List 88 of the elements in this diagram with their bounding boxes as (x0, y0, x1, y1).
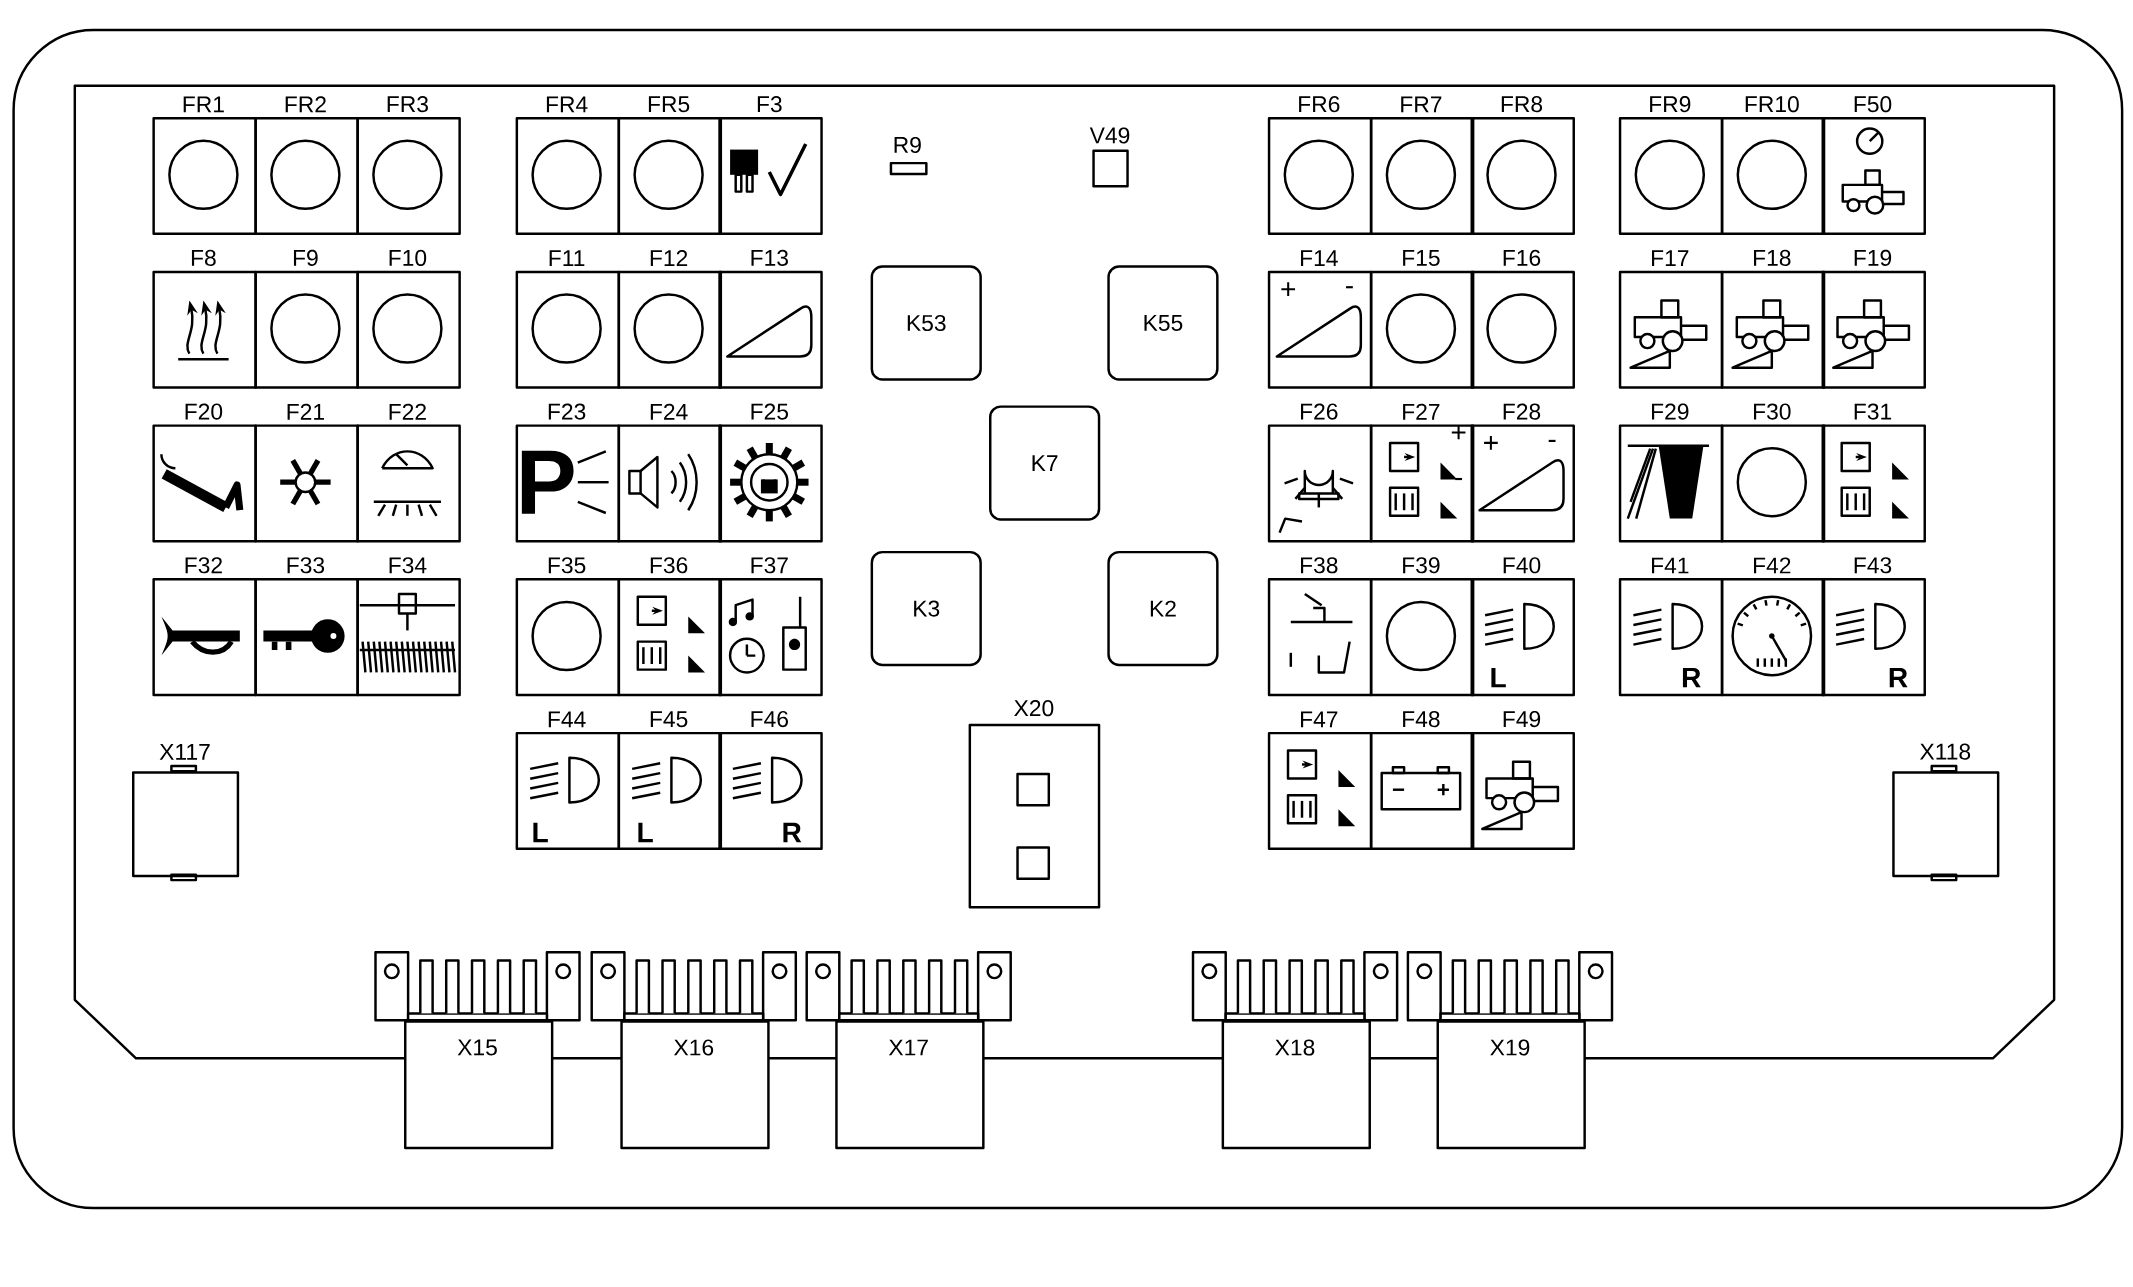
fuse-slot: FR1 (152, 96, 257, 236)
relay-block: K53 (870, 265, 982, 381)
node-label: F24 (650, 403, 688, 420)
node-label: V49 (1089, 127, 1130, 144)
node-label: F28 (1503, 403, 1541, 420)
node-label: F26 (1301, 403, 1338, 420)
relay-block: K3 (870, 550, 982, 667)
node-label: FR8 (1501, 96, 1543, 113)
node-label: F32 (185, 557, 222, 574)
node-label: FR5 (648, 96, 690, 113)
fuse-slot: F8 (152, 249, 257, 389)
node-label: F8 (191, 249, 216, 266)
node-label: X118 (1919, 743, 1971, 760)
node-label: F45 (650, 711, 688, 728)
node-label: F46 (751, 711, 788, 728)
fuse-slot: F33 (254, 557, 359, 697)
relay-block: K7 (989, 405, 1101, 521)
fuse-slot: F34 (356, 557, 461, 697)
node-label: F40 (1503, 557, 1541, 574)
node-label: F31 (1854, 403, 1892, 420)
fuse-slot: F32 (152, 557, 257, 697)
node-label: F49 (1503, 711, 1541, 728)
node-label: F19 (1854, 249, 1892, 266)
node-label: F12 (650, 250, 688, 266)
node-label: FR7 (1401, 96, 1442, 113)
connector-plug: X19 (1406, 951, 1614, 1150)
node-label: F21 (287, 403, 324, 420)
node-label: F44 (548, 711, 586, 728)
resistor: R9 (889, 136, 928, 176)
connector-socket: X117 (132, 744, 240, 882)
fuse-slot: F26 (1267, 403, 1373, 543)
node-label: F16 (1503, 249, 1541, 266)
fuse-slot: F10 (356, 249, 461, 389)
fuse-slot: F28 + - (1470, 403, 1575, 543)
fuse-slot: F21 (254, 403, 359, 543)
node-label: F47 (1301, 711, 1338, 728)
node-label: F18 (1754, 249, 1791, 266)
node-label: F27 (1403, 403, 1440, 420)
node-label: F23 (548, 403, 586, 420)
node-label: F3 (757, 96, 782, 113)
fuse-slot: F20 (152, 403, 257, 543)
node-label: R9 (894, 136, 921, 154)
fuse-slot: FR3 (356, 96, 461, 236)
node-label: F29 (1652, 403, 1689, 420)
node-label: FR4 (546, 96, 588, 113)
node-label: F35 (548, 557, 586, 574)
connector-plug: X16 (590, 951, 798, 1150)
node-label: F42 (1754, 557, 1791, 574)
relay-block: K2 (1107, 550, 1219, 667)
node-label: F25 (751, 403, 789, 420)
node-label: F22 (389, 403, 426, 420)
connector-socket: X118 (1892, 743, 2000, 882)
node-label: F17 (1652, 250, 1689, 266)
node-label: X20 (1014, 700, 1054, 717)
node-label: F36 (650, 557, 688, 574)
node-label: F15 (1403, 250, 1440, 266)
node-label: F41 (1652, 557, 1689, 574)
fuse-slot: F9 (254, 249, 359, 389)
connector-plug: X18 (1191, 951, 1399, 1150)
fuse-slot: F22 (356, 403, 461, 543)
node-label: F11 (549, 250, 585, 266)
node-label: F48 (1403, 711, 1440, 728)
node-label: F39 (1403, 557, 1440, 574)
node-label: FR1 (183, 96, 224, 113)
node-label: F20 (185, 403, 223, 420)
node-label: F13 (751, 249, 788, 266)
node-label: F33 (287, 557, 325, 574)
connector-plug: X17 (805, 951, 1012, 1150)
node-label: X117 (159, 744, 210, 760)
node-label: FR10 (1745, 96, 1799, 113)
diode: V49 (1089, 127, 1130, 188)
fuse-slot: FR2 (254, 96, 359, 236)
connector-plug: X15 (374, 951, 581, 1150)
node-label: F34 (389, 557, 427, 574)
node-label: FR3 (387, 96, 428, 113)
relay-block: K55 (1107, 265, 1219, 381)
node-label: F30 (1754, 403, 1791, 420)
node-label: FR9 (1650, 96, 1691, 113)
node-label: F9 (293, 249, 318, 266)
node-label: FR6 (1299, 96, 1340, 113)
node-label: F43 (1854, 557, 1892, 574)
node-label: F14 (1301, 250, 1338, 266)
connector-socket: X20 (968, 700, 1101, 909)
node-label: F38 (1301, 557, 1338, 574)
node-label: FR2 (285, 96, 326, 113)
node-label: F37 (751, 557, 788, 574)
node-label: F10 (389, 249, 427, 266)
node-label: F50 (1854, 96, 1892, 113)
